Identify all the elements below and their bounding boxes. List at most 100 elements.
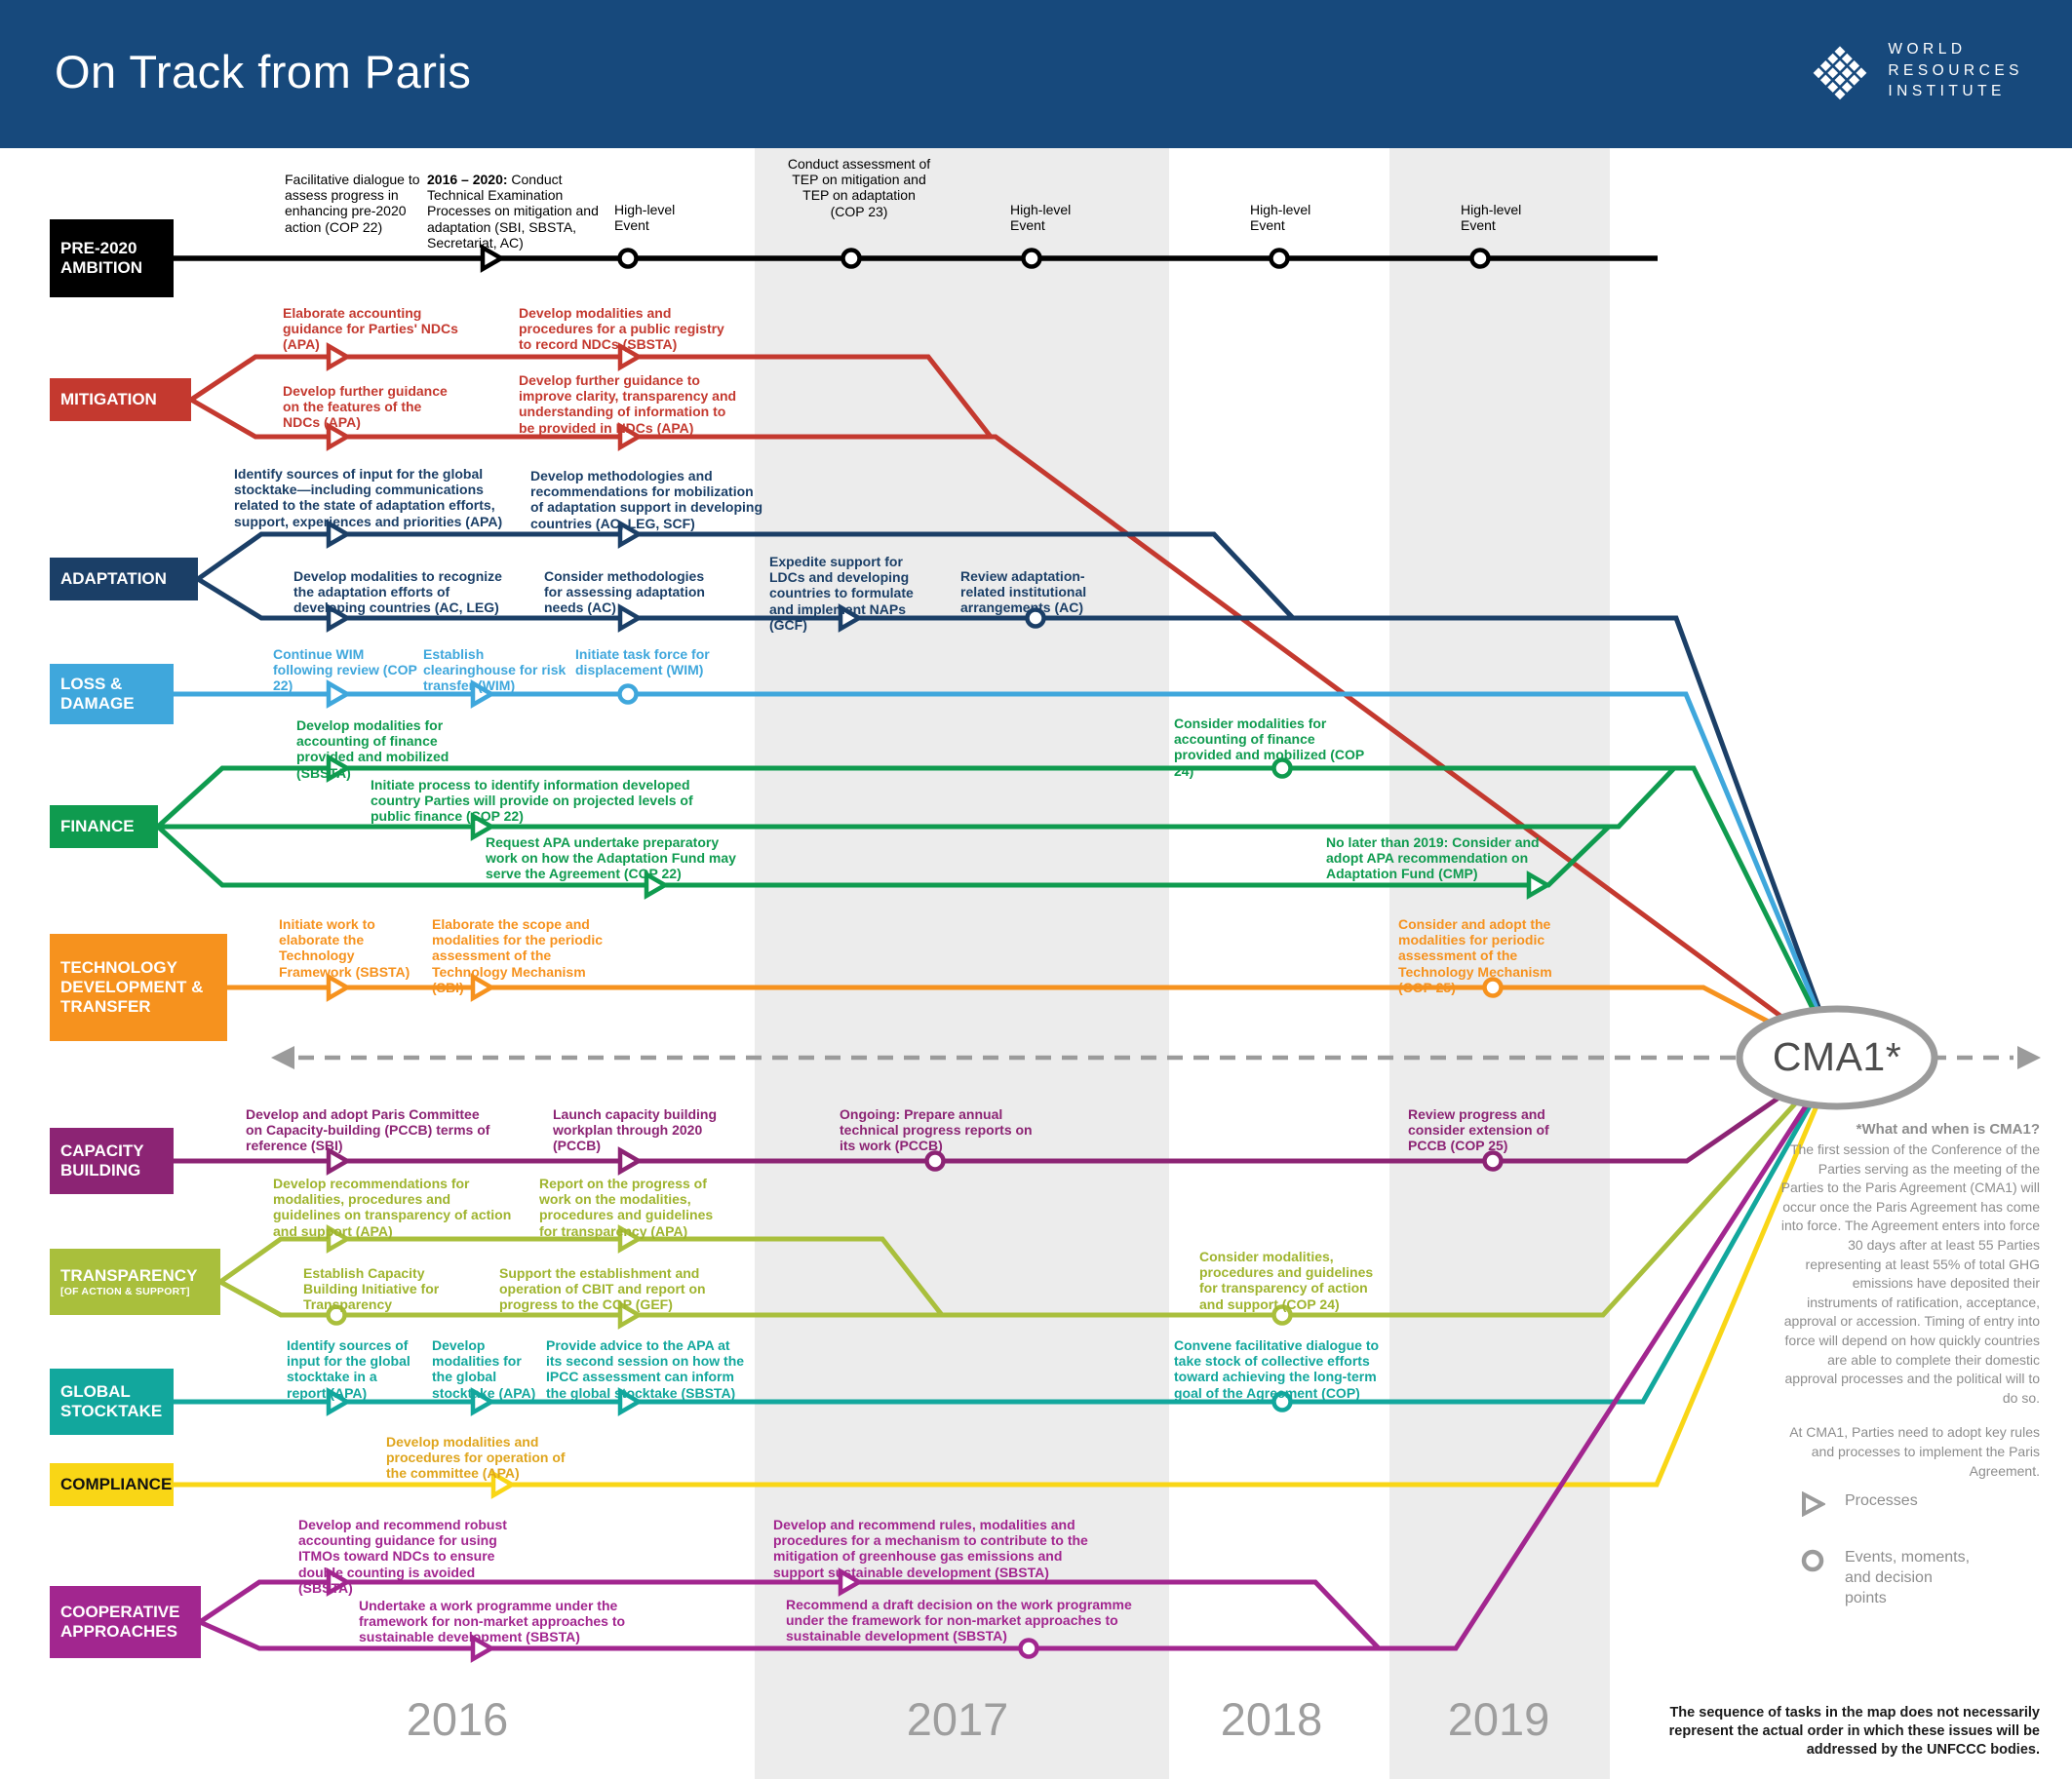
- mitigation-process-marker: [326, 342, 352, 371]
- mitigation-task-label: Develop further guidance to improve clar…: [519, 372, 737, 436]
- adaptation-process-marker: [617, 603, 644, 633]
- transparency-task-label: Support the establishment and operation …: [499, 1265, 706, 1313]
- loss-and-damage-event-marker: [617, 683, 639, 705]
- transparency-event-marker: [1271, 1304, 1293, 1326]
- adaptation-event-marker: [1025, 607, 1046, 629]
- year-label-2016: 2016: [406, 1693, 509, 1745]
- timeline-right-arrow-icon: [2017, 1046, 2041, 1069]
- mitigation-task-label: Elaborate accounting guidance for Partie…: [283, 305, 458, 353]
- adaptation-task-label: Identify sources of input for the global…: [234, 466, 503, 529]
- track-box-label: LOSS & DAMAGE: [60, 674, 135, 713]
- technology-task-label: Elaborate the scope and modalities for t…: [432, 916, 604, 995]
- track-box-compliance: COMPLIANCE: [50, 1463, 174, 1506]
- transparency-process-marker: [326, 1224, 352, 1254]
- track-box-technology: TECHNOLOGY DEVELOPMENT & TRANSFER: [50, 934, 227, 1041]
- pre-2020-ambition-event-marker: [1021, 248, 1042, 269]
- finance-task-label: Consider modalities for accounting of fi…: [1174, 715, 1364, 779]
- track-box-label: COOPERATIVE APPROACHES: [60, 1602, 180, 1641]
- loss-and-damage-process-marker: [326, 679, 352, 709]
- finance-task-label: Develop modalities for accounting of fin…: [296, 717, 450, 781]
- capacity-building-process-marker: [617, 1146, 644, 1176]
- pre-2020-ambition-task-label: High-level Event: [1010, 202, 1072, 234]
- pre-2020-ambition-event-marker: [1269, 248, 1290, 269]
- mitigation-task-label: Develop further guidance on the features…: [283, 383, 448, 431]
- pre-2020-ambition-task-label: High-level Event: [1250, 202, 1311, 234]
- footnote: The sequence of tasks in the map does no…: [1668, 1705, 2040, 1759]
- transparency-line: [218, 1056, 1839, 1318]
- finance-task-label: Request APA undertake preparatory work o…: [486, 834, 736, 882]
- transparency-task-label: Report on the progress of work on the mo…: [539, 1176, 714, 1239]
- cooperative-approaches-task-label: Develop and recommend rules, modalities …: [773, 1517, 1088, 1580]
- process-icon: [1802, 1491, 1825, 1517]
- track-box-label: ADAPTATION: [60, 568, 167, 588]
- track-box-finance: FINANCE: [50, 805, 158, 848]
- track-box-sublabel: [OF ACTION & SUPPORT]: [60, 1285, 190, 1297]
- finance-process-marker: [1526, 870, 1552, 900]
- cma1-ellipse: [1736, 1005, 1938, 1110]
- event-icon: [1801, 1549, 1824, 1572]
- transparency-task-label: Consider modalities, procedures and guid…: [1199, 1249, 1374, 1312]
- cooperative-approaches-task-label: Develop and recommend robust accounting …: [298, 1517, 507, 1596]
- cma1-note-body2: At CMA1, Parties need to adopt key rules…: [1789, 1424, 2040, 1479]
- track-box-label: TECHNOLOGY DEVELOPMENT & TRANSFER: [60, 957, 204, 1017]
- capacity-building-task-label: Launch capacity building workplan throug…: [553, 1106, 718, 1154]
- year-band-2017: [755, 148, 1169, 1779]
- finance-line: [156, 825, 1611, 888]
- finance-line: [158, 766, 1676, 830]
- finance-line: [156, 765, 1840, 1060]
- track-box-adaptation: ADAPTATION: [50, 558, 198, 600]
- technology-event-marker: [1482, 977, 1504, 998]
- track-box-label: PRE-2020 AMBITION: [60, 238, 143, 277]
- global-stocktake-task-label: Develop modalities for the global stockt…: [432, 1337, 536, 1401]
- track-box-label: GLOBAL STOCKTAKE: [60, 1381, 163, 1420]
- cooperative-approaches-process-marker: [326, 1567, 352, 1597]
- finance-process-marker: [644, 870, 670, 900]
- wri-logo: WORLD RESOURCES INSTITUTE: [1810, 39, 2023, 102]
- finance-task-label: Initiate process to identify information…: [371, 777, 693, 825]
- cooperative-approaches-task-label: Recommend a draft decision on the work p…: [786, 1597, 1132, 1644]
- loss-and-damage-process-marker: [470, 679, 496, 709]
- year-label-2018: 2018: [1220, 1693, 1323, 1745]
- capacity-building-event-marker: [924, 1150, 946, 1172]
- cooperative-approaches-line: [198, 1056, 1840, 1651]
- technology-process-marker: [470, 973, 496, 1002]
- capacity-building-task-label: Ongoing: Prepare annual technical progre…: [840, 1106, 1033, 1154]
- capacity-building-task-label: Develop and adopt Paris Committee on Cap…: [246, 1106, 490, 1154]
- finance-task-label: No later than 2019: Consider and adopt A…: [1326, 834, 1540, 882]
- technology-task-label: Initiate work to elaborate the Technolog…: [279, 916, 410, 980]
- year-label-2019: 2019: [1447, 1693, 1550, 1745]
- cooperative-approaches-line: [198, 1579, 1381, 1650]
- transparency-task-label: Develop recommendations for modalities, …: [273, 1176, 512, 1239]
- mitigation-task-label: Develop modalities and procedures for a …: [519, 305, 724, 353]
- pre-2020-ambition-event-marker: [841, 248, 862, 269]
- mitigation-process-marker: [617, 342, 644, 371]
- cooperative-approaches-task-label: Undertake a work programme under the fra…: [359, 1598, 626, 1645]
- adaptation-process-marker: [326, 520, 352, 549]
- capacity-building-event-marker: [1482, 1150, 1504, 1172]
- track-box-label: CAPACITY BUILDING: [60, 1141, 144, 1180]
- track-box-loss-and-damage: LOSS & DAMAGE: [50, 664, 174, 724]
- adaptation-task-label: Develop methodologies and recommendation…: [530, 468, 762, 531]
- compliance-line: [174, 1057, 1840, 1488]
- legend-row-processes: Processes: [1800, 1491, 1976, 1517]
- track-box-pre-2020-ambition: PRE-2020 AMBITION: [50, 219, 174, 297]
- loss-and-damage-line: [174, 691, 1840, 1059]
- cooperative-approaches-process-marker: [838, 1567, 864, 1597]
- cma1-note-heading: *What and when is CMA1?: [1856, 1121, 2040, 1138]
- global-stocktake-task-label: Identify sources of input for the global…: [287, 1337, 410, 1401]
- mitigation-process-marker: [617, 422, 644, 451]
- compliance-task-label: Develop modalities and procedures for op…: [386, 1434, 566, 1482]
- transparency-task-label: Establish Capacity Building Initiative f…: [303, 1265, 440, 1313]
- track-box-label: TRANSPARENCY: [60, 1265, 198, 1285]
- wri-logo-text: WORLD RESOURCES INSTITUTE: [1888, 39, 2023, 102]
- finance-process-marker: [326, 754, 352, 783]
- technology-process-marker: [326, 973, 352, 1002]
- global-stocktake-process-marker: [617, 1387, 644, 1416]
- legend: Processes Events, moments, and decision …: [1800, 1491, 1976, 1640]
- global-stocktake-process-marker: [470, 1387, 496, 1416]
- adaptation-line: [196, 531, 1295, 620]
- page-title: On Track from Paris: [55, 46, 472, 97]
